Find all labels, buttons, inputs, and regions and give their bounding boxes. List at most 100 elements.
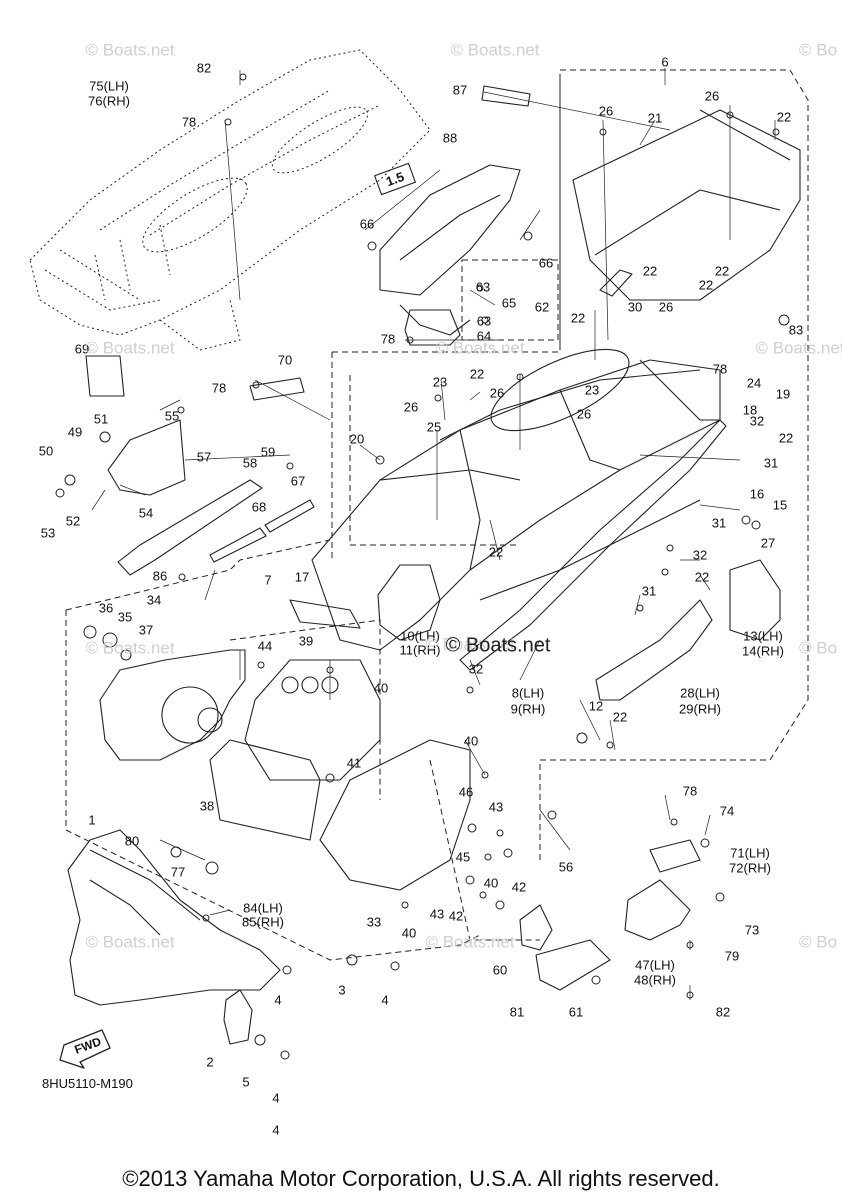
callout-label: 22 xyxy=(612,709,628,725)
callout-label: 64 xyxy=(476,328,492,344)
callout-label: 54 xyxy=(138,505,154,521)
callout-label: 21 xyxy=(647,110,663,126)
callout-label: 4 xyxy=(381,992,389,1008)
footrest-47-48 xyxy=(624,879,691,941)
watermark: © Boats.net xyxy=(425,634,515,654)
fwd-arrow xyxy=(59,1029,111,1069)
callout-label: 29(RH) xyxy=(679,701,721,717)
watermark: © Bo xyxy=(798,638,838,658)
watermark: © Boats.net xyxy=(755,338,842,358)
callout-label: 85(RH) xyxy=(242,914,284,930)
center-watermark: © Boats.net xyxy=(445,634,551,657)
callout-label: 13(LH) xyxy=(743,628,783,644)
callout-label: 49 xyxy=(67,424,83,440)
callout-label: 23 xyxy=(584,382,600,398)
callout-label: 28(LH) xyxy=(680,685,720,701)
callout-label: 41 xyxy=(346,755,362,771)
callout-label: 4 xyxy=(274,992,282,1008)
callout-label: 71(LH) xyxy=(730,845,770,861)
callout-label: 26 xyxy=(489,385,505,401)
callout-label: 78 xyxy=(682,783,698,799)
callout-label: 70 xyxy=(277,352,293,368)
watermark: © Bo xyxy=(798,40,838,60)
callout-label: 40 xyxy=(463,733,479,749)
callout-label: 24 xyxy=(746,375,762,391)
cover-39 xyxy=(244,659,381,781)
callout-label: 56 xyxy=(558,859,574,875)
callout-label: 5 xyxy=(242,1074,250,1090)
callout-label: 40 xyxy=(483,875,499,891)
callout-label: 22 xyxy=(714,263,730,279)
callout-label: 83 xyxy=(788,322,804,338)
watermark: © Boats.net xyxy=(435,338,525,358)
callout-label: 22 xyxy=(694,569,710,585)
callout-label: 75(LH) xyxy=(89,78,129,94)
callout-label: 18 xyxy=(742,402,758,418)
bracket-17 xyxy=(289,599,361,629)
callout-label: 48(RH) xyxy=(634,972,676,988)
callout-label: 63 xyxy=(476,313,492,329)
bracket-64 xyxy=(404,309,461,346)
callout-label: 88 xyxy=(442,130,458,146)
callout-label: 67 xyxy=(290,473,306,489)
callout-label: 61 xyxy=(568,1004,584,1020)
steering-column-57 xyxy=(117,479,263,576)
callout-label: 40 xyxy=(401,925,417,941)
callout-label: 43 xyxy=(488,799,504,815)
rear-bumper-87 xyxy=(481,85,531,107)
callout-label: 27 xyxy=(760,535,776,551)
callout-label: 22 xyxy=(469,366,485,382)
watermark: © Boats.net xyxy=(85,638,175,658)
bracket-2 xyxy=(223,989,253,1045)
callout-label: 4 xyxy=(272,1122,280,1138)
callout-label: 59 xyxy=(260,444,276,460)
callout-label: 63 xyxy=(475,279,491,295)
callout-label: 36 xyxy=(98,600,114,616)
flap-81 xyxy=(535,939,611,991)
watermark: © Boats.net xyxy=(85,932,175,952)
callout-label: 53 xyxy=(40,525,56,541)
callout-label: 66 xyxy=(538,255,554,271)
bracket-13-14 xyxy=(729,559,781,641)
seat-body-panel xyxy=(29,49,431,351)
bracket-54 xyxy=(107,419,186,496)
callout-label: 26 xyxy=(403,399,419,415)
callout-label: 43 xyxy=(429,906,445,922)
callout-label: 26 xyxy=(704,88,720,104)
callout-label: 10(LH) xyxy=(400,628,440,644)
callout-label: 20 xyxy=(349,431,365,447)
callout-label: 81 xyxy=(509,1004,525,1020)
copyright-notice: ©2013 Yamaha Motor Corporation, U.S.A. A… xyxy=(122,1166,720,1191)
callout-label: 58 xyxy=(242,455,258,471)
callout-label: 82 xyxy=(715,1004,731,1020)
callout-label: 32 xyxy=(468,661,484,677)
callout-label: 31 xyxy=(763,455,779,471)
callout-label: 45 xyxy=(455,849,471,865)
callout-label: 37 xyxy=(138,622,154,638)
callout-label: 78 xyxy=(181,114,197,130)
callout-label: 46 xyxy=(458,784,474,800)
callout-label: 33 xyxy=(366,914,382,930)
callout-label: 47(LH) xyxy=(635,957,675,973)
callout-label: 22 xyxy=(570,310,586,326)
callout-label: 42 xyxy=(448,908,464,924)
callout-label: 57 xyxy=(196,449,212,465)
watermark: © Boats.net xyxy=(450,40,540,60)
callout-label: 69 xyxy=(74,341,90,357)
callout-label: 68 xyxy=(251,499,267,515)
bracket-10-11 xyxy=(377,564,441,641)
callout-label: 73 xyxy=(744,922,760,938)
group-outline-62 xyxy=(461,259,559,341)
callout-label: 51 xyxy=(93,411,109,427)
slide-rail-8-9 xyxy=(459,419,727,671)
callout-label: 32 xyxy=(692,547,708,563)
callout-label: 50 xyxy=(38,443,54,459)
callout-label: 80 xyxy=(124,833,140,849)
callout-label: 55 xyxy=(164,408,180,424)
callout-label: 14(RH) xyxy=(742,643,784,659)
callout-label: 87 xyxy=(452,82,468,98)
callout-label: 9(RH) xyxy=(510,701,546,717)
rear-flap-21 xyxy=(572,109,801,301)
